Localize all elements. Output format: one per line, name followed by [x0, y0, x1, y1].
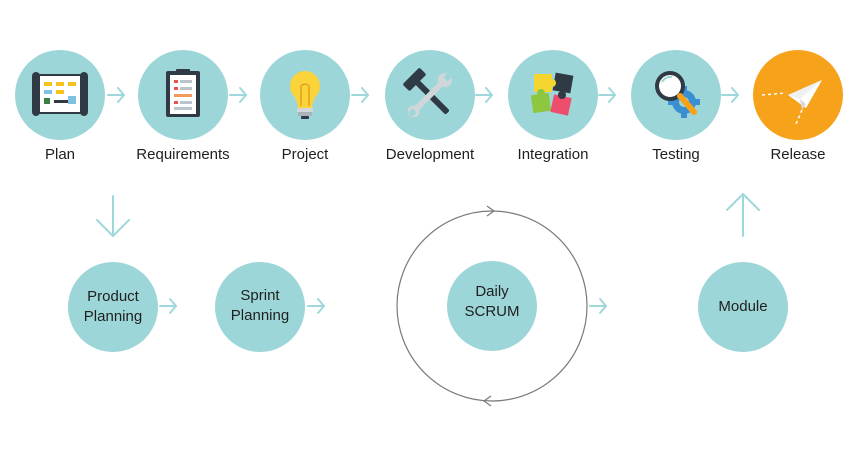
puzzle-icon [530, 72, 574, 116]
product-planning-line-1: Product [87, 288, 139, 305]
arrow-right-icon [307, 298, 325, 314]
sprint-planning-circle [215, 262, 305, 352]
flow-arrows-top [107, 87, 739, 103]
arrow-right-icon [107, 87, 125, 103]
stage-label-project: Project [281, 146, 329, 163]
clipboard-checklist-icon [166, 69, 200, 117]
daily-scrum-line-2: SCRUM [464, 303, 520, 320]
sprint-planning-line-1: Sprint [240, 287, 280, 304]
arrow-right-icon [475, 87, 493, 103]
stage-label-release: Release [770, 146, 826, 163]
arrow-up-icon [726, 193, 760, 237]
stage-label-integration: Integration [517, 146, 589, 163]
arrow-right-icon [159, 298, 177, 314]
stage-label-development: Development [385, 146, 475, 163]
blueprint-icon [32, 72, 88, 116]
arrow-right-icon [351, 87, 369, 103]
product-planning-line-2: Planning [83, 308, 143, 325]
arrow-right-icon [229, 87, 247, 103]
daily-scrum-ring [396, 210, 588, 402]
stage-label-requirements: Requirements [136, 146, 230, 163]
integration-circle [508, 50, 598, 140]
paper-plane-icon [761, 80, 822, 125]
hammer-wrench-icon [403, 68, 452, 118]
product-planning-circle [68, 262, 158, 352]
module-circle [698, 262, 788, 352]
magnifier-gear-icon [655, 71, 700, 118]
arrow-right-icon [589, 298, 607, 314]
arrow-right-icon [721, 87, 739, 103]
sprint-planning-label: Sprint Planning [212, 286, 308, 326]
arrow-right-icon [598, 87, 616, 103]
cycle-arrow-icon [486, 205, 496, 217]
cycle-arrow-icon [482, 395, 492, 407]
sprint-planning-line-2: Planning [230, 307, 290, 324]
daily-scrum-label: Daily SCRUM [444, 282, 540, 322]
product-planning-label: Product Planning [65, 287, 161, 327]
arrow-down-icon [96, 195, 130, 237]
module-label: Module [718, 298, 768, 315]
lightbulb-icon [290, 71, 320, 119]
daily-scrum-line-1: Daily [475, 283, 509, 300]
flow-arrows-bottom [159, 298, 607, 314]
stage-label-testing: Testing [652, 146, 700, 163]
daily-scrum-circle [447, 261, 537, 351]
stage-label-plan: Plan [44, 146, 76, 163]
